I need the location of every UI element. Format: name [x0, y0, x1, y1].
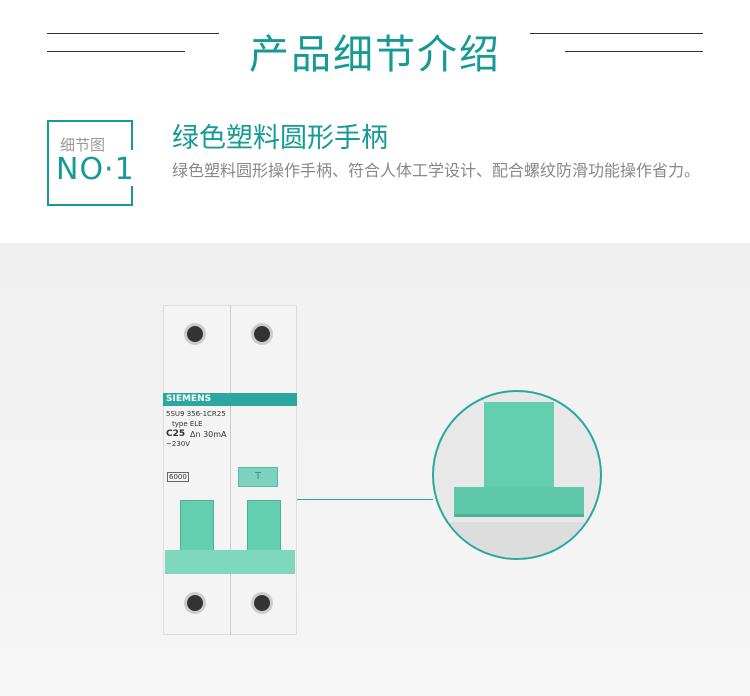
handle-grip [454, 487, 584, 517]
model-text: 5SU9 356-1CR25 [166, 410, 226, 418]
detail-description: 绿色塑料圆形操作手柄、符合人体工学设计、配合螺纹防滑功能操作省力。 [172, 161, 701, 180]
current-text: Δn 30mA [190, 430, 227, 439]
brand-label: SIEMENS [163, 393, 297, 406]
callout-line [297, 499, 433, 500]
divider [530, 33, 703, 34]
screw-icon [251, 323, 273, 345]
rating-text: C25 [166, 429, 186, 439]
type-text: type ELE [172, 420, 203, 428]
test-button: T [238, 467, 278, 487]
screw-icon [184, 592, 206, 614]
detail-heading: 绿色塑料圆形手柄 [172, 123, 388, 154]
product-photo [0, 243, 750, 696]
divider [47, 33, 219, 34]
screw-icon [251, 592, 273, 614]
voltage-text: ~230V [166, 440, 191, 448]
breaker-body [434, 522, 600, 558]
zoom-detail [432, 390, 602, 560]
capacity-text: 6000 [167, 472, 189, 482]
page-title: 产品细节介绍 [249, 32, 501, 78]
divider [47, 51, 185, 52]
frame-gap [128, 150, 138, 186]
handle-bar [165, 550, 295, 574]
divider [565, 51, 703, 52]
screw-icon [184, 323, 206, 345]
detail-label: 细节图 [60, 136, 106, 154]
pole-divider [230, 305, 231, 635]
detail-number: NO·1 [56, 152, 135, 187]
